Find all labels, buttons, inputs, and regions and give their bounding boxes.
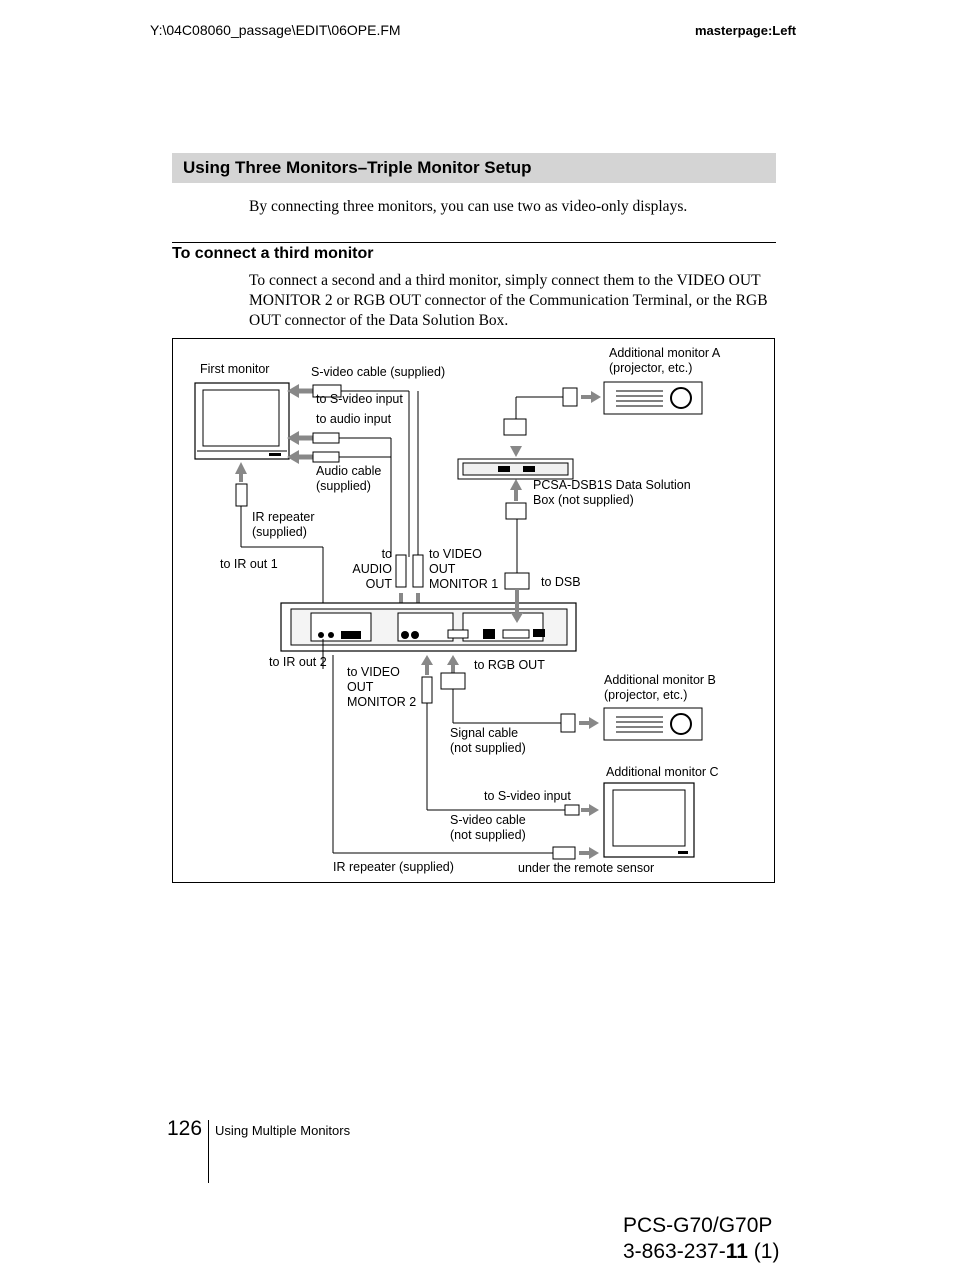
file-path: Y:\04C08060_passage\EDIT\06OPE.FM xyxy=(150,22,401,38)
label-svideo-cable-supplied: S-video cable (supplied) xyxy=(311,365,446,379)
label-to-svideo-input-top: to S-video input xyxy=(316,392,403,406)
model-number: PCS-G70/G70P 3-863-237-11 (1) xyxy=(623,1213,779,1265)
label-first-monitor: First monitor xyxy=(200,362,270,376)
label-to-audio-input: to audio input xyxy=(316,412,392,426)
model-code-bold: 11 xyxy=(725,1240,748,1263)
model-line-1: PCS-G70/G70P xyxy=(623,1214,773,1237)
section-title: Using Three Monitors–Triple Monitor Setu… xyxy=(183,158,532,177)
page-number: 126 xyxy=(167,1117,203,1140)
subsection-title: To connect a third monitor xyxy=(172,245,374,262)
label-to-audio-out: to AUDIO OUT xyxy=(352,547,392,591)
section-title-bar xyxy=(172,153,776,183)
label-signal-cable: Signal cable (not supplied) xyxy=(450,726,526,755)
label-ir-repeater-bottom: IR repeater (supplied) xyxy=(333,860,454,874)
footer-section-label: Using Multiple Monitors xyxy=(215,1123,351,1138)
model-line-2: 3-863-237-11 (1) xyxy=(623,1239,779,1265)
label-svideo-cable-not-supplied: S-video cable (not supplied) xyxy=(450,813,526,842)
label-to-svideo-input-bottom: to S-video input xyxy=(484,789,571,803)
data-solution-box-icon xyxy=(457,458,574,480)
projector-b-icon xyxy=(603,707,703,741)
projector-a-icon xyxy=(603,381,703,415)
model-code-suffix: (1) xyxy=(747,1240,780,1263)
label-additional-monitor-b: Additional monitor B (projector, etc.) xyxy=(604,673,716,702)
section-intro: By connecting three monitors, you can us… xyxy=(249,198,688,215)
label-pcsa-dsb1s: PCSA-DSB1S Data Solution Box (not suppli… xyxy=(533,478,691,507)
label-additional-monitor-a: Additional monitor A (projector, etc.) xyxy=(609,346,721,375)
label-to-ir-out-1: to IR out 1 xyxy=(220,557,278,571)
label-to-rgb-out: to RGB OUT xyxy=(474,658,545,672)
label-under-remote-sensor: under the remote sensor xyxy=(518,861,655,875)
diagram-graphics xyxy=(194,381,703,860)
label-additional-monitor-c: Additional monitor C xyxy=(606,765,719,779)
monitor-c-icon xyxy=(603,782,695,858)
label-ir-repeater-supplied: IR repeater (supplied) xyxy=(252,510,315,539)
label-to-ir-out-2: to IR out 2 xyxy=(269,655,327,669)
subsection-body: To connect a second and a third monitor,… xyxy=(249,272,768,329)
connection-diagram: First monitor S-video cable (supplied) t… xyxy=(172,338,775,883)
label-audio-cable: Audio cable (supplied) xyxy=(316,464,382,493)
model-code-prefix: 3-863-237- xyxy=(623,1240,726,1263)
label-to-dsb: to DSB xyxy=(541,575,581,589)
first-monitor-icon xyxy=(194,382,290,460)
masterpage-label: masterpage:Left xyxy=(695,23,797,38)
communication-terminal-icon xyxy=(280,602,577,652)
subsection-rule xyxy=(172,242,776,243)
footer-divider xyxy=(208,1120,209,1183)
label-to-video-out-monitor-2: to VIDEO OUT MONITOR 2 xyxy=(347,665,417,709)
label-to-video-out-monitor-1: to VIDEO OUT MONITOR 1 xyxy=(429,547,499,591)
